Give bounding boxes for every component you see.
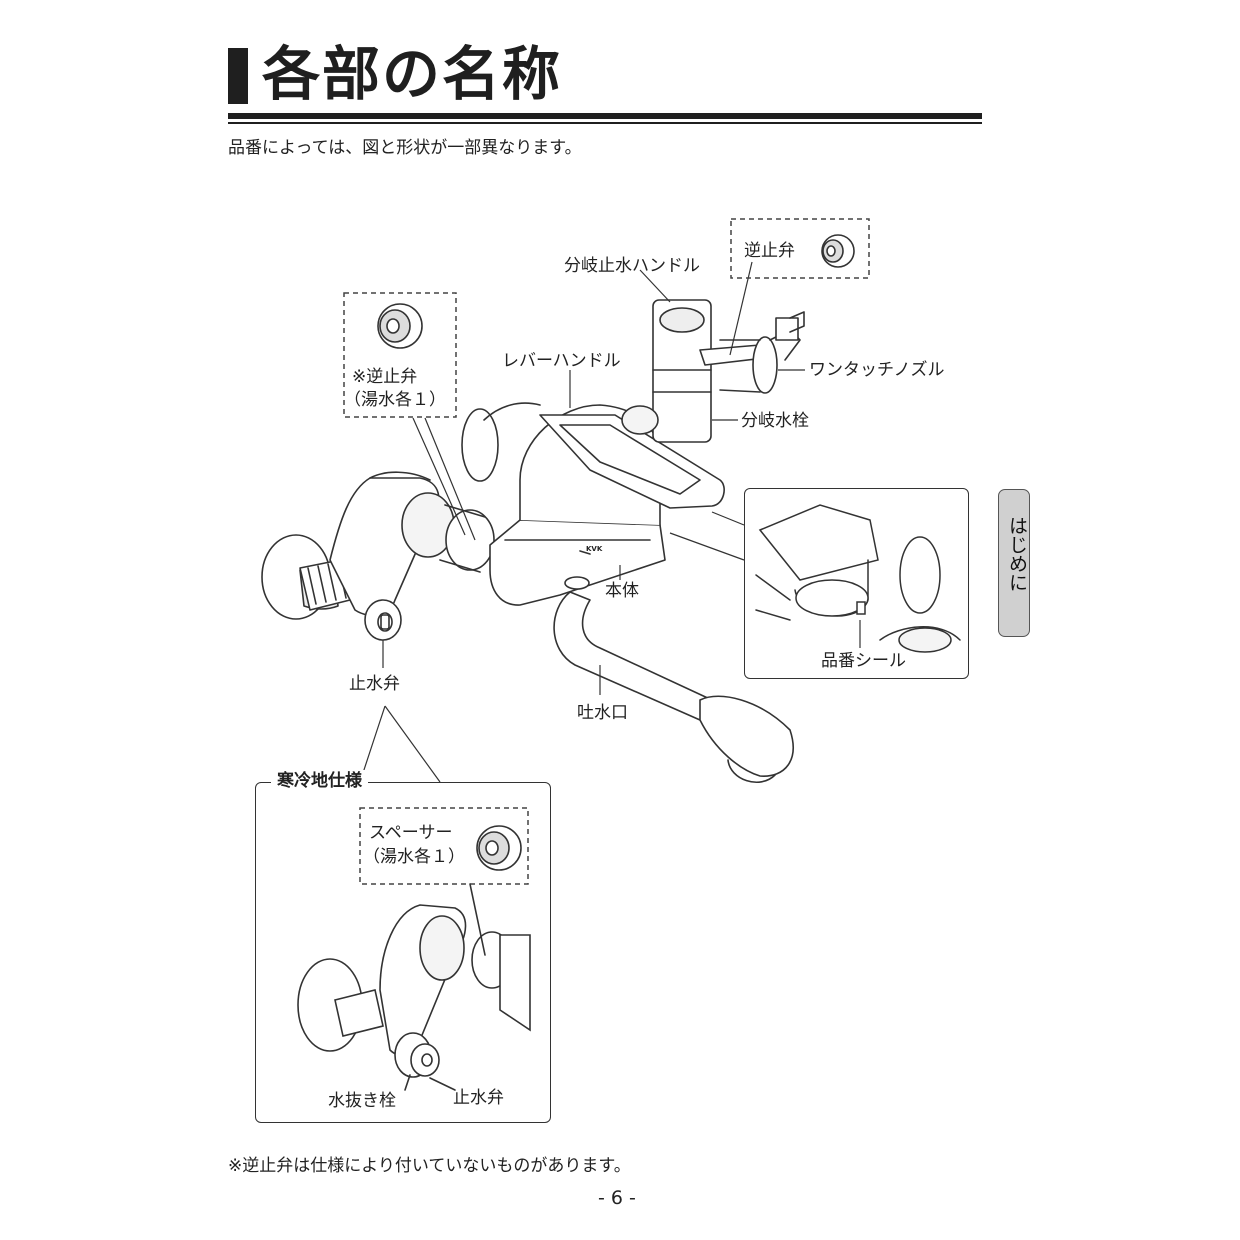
label-body: 本体 — [605, 581, 639, 601]
label-model-seal: 品番シール — [821, 651, 906, 671]
label-spacer-line1: スペーサー — [369, 823, 453, 843]
page-number: - 6 - — [598, 1187, 636, 1209]
check-valve-footnote: ※逆止弁は仕様により付いていないものがあります。 — [228, 1156, 631, 1176]
side-tab-label: はじめに — [1006, 516, 1028, 592]
label-branch-faucet: 分岐水栓 — [741, 411, 809, 431]
cold-region-title: 寒冷地仕様 — [271, 770, 368, 792]
label-lever-handle: レバーハンドル — [502, 351, 621, 371]
section-side-tab: はじめに — [998, 489, 1030, 637]
label-check-valve-left-line2: （湯水各１） — [344, 390, 446, 410]
title-rule-thin — [228, 122, 982, 124]
model-seal-detail-box — [744, 488, 969, 679]
label-spout: 吐水口 — [577, 703, 628, 723]
label-check-valve-left-line1: ※逆止弁 — [352, 367, 418, 387]
label-check-valve-top: 逆止弁 — [744, 241, 795, 261]
label-spacer-line2: （湯水各１） — [363, 847, 465, 867]
label-drain-plug: 水抜き栓 — [328, 1091, 396, 1111]
label-one-touch-nozzle: ワンタッチノズル — [809, 360, 945, 380]
brand-mark: KVK — [586, 545, 603, 553]
page-title: 各部の名称 — [262, 40, 563, 108]
cold-region-box — [255, 782, 551, 1123]
label-branch-stop-handle: 分岐止水ハンドル — [564, 256, 700, 276]
title-rule-thick — [228, 113, 982, 119]
model-note: 品番によっては、図と形状が一部異なります。 — [228, 138, 582, 158]
title-bar-mark — [228, 48, 248, 104]
label-stop-valve: 止水弁 — [349, 674, 400, 694]
label-cold-stop-valve: 止水弁 — [453, 1088, 504, 1108]
